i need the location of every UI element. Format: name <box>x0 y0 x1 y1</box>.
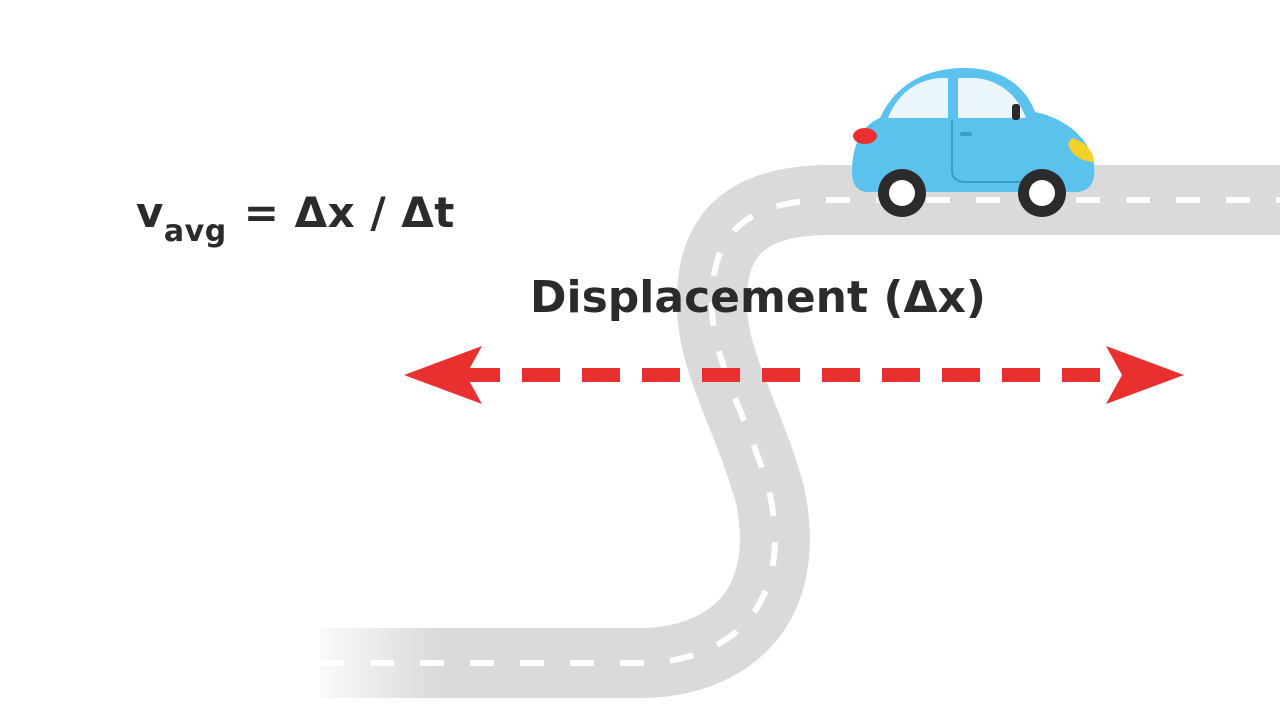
car-door-outline <box>951 120 1038 183</box>
road-fade <box>300 620 440 710</box>
arrowhead-right <box>1106 346 1184 404</box>
displacement-arrow <box>404 346 1184 404</box>
formula-subscript: avg <box>163 214 227 249</box>
car-window-front <box>958 78 1026 118</box>
winding-road <box>300 165 1280 710</box>
formula-variable: v <box>136 188 164 237</box>
front-wheel <box>1018 169 1066 217</box>
side-mirror <box>1012 104 1020 120</box>
formula-rhs: = Δx / Δt <box>228 188 455 237</box>
head-light <box>1068 138 1094 162</box>
road-surface <box>320 165 1280 698</box>
rear-wheel <box>878 169 926 217</box>
average-velocity-formula: vavg = Δx / Δt <box>136 188 455 249</box>
car-window-rear <box>888 78 948 118</box>
tail-light <box>853 128 877 144</box>
road-center-line <box>320 197 1280 666</box>
door-handle <box>960 132 972 136</box>
displacement-label: Displacement (Δx) <box>530 272 987 323</box>
arrowhead-left <box>404 346 482 404</box>
car-icon <box>852 68 1095 217</box>
